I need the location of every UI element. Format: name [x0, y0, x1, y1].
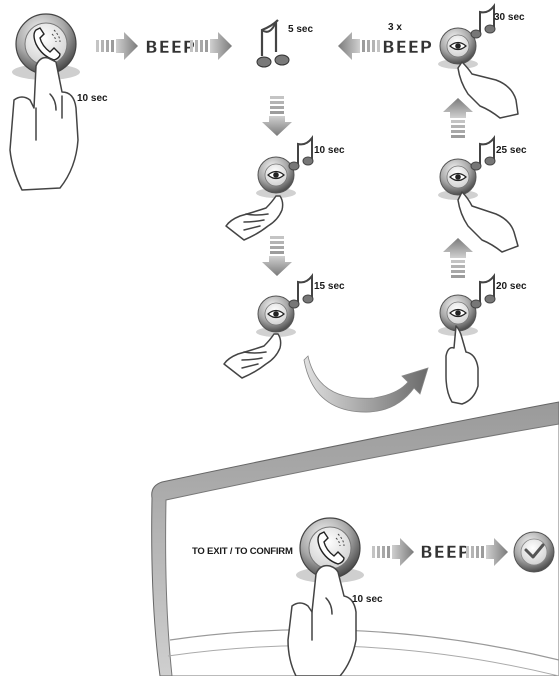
- arrow-to-beep: [96, 32, 138, 60]
- exit-confirm-label: TO EXIT / TO CONFIRM: [192, 546, 293, 557]
- note-icon-20sec: [470, 275, 496, 309]
- note-time-label: 5 sec: [288, 24, 313, 35]
- hand-icon-confirm: [287, 564, 357, 676]
- note-icon-10sec: [288, 137, 314, 171]
- hand-icon-20sec: [445, 325, 479, 405]
- note-icon-30sec: [470, 5, 496, 39]
- arrow-down-1: [262, 96, 292, 136]
- check-icon: [513, 531, 555, 573]
- arrow-to-note: [190, 32, 232, 60]
- confirm-beep-label: BEEP: [420, 543, 471, 563]
- hand-icon-10sec: [225, 195, 284, 241]
- time-25-label: 25 sec: [496, 145, 527, 156]
- arrow-triple-beep: [338, 32, 380, 60]
- arrow-up-1: [443, 238, 473, 278]
- confirm-time-label: 10 sec: [352, 594, 383, 605]
- phone-button-start: [12, 13, 80, 80]
- note-icon-25sec: [470, 137, 496, 171]
- arrow-down-2: [262, 236, 292, 276]
- time-20-label: 20 sec: [496, 281, 527, 292]
- hand-icon-25sec: [457, 191, 519, 253]
- note-icon-15sec: [288, 275, 314, 309]
- triple-count-label: 3 x: [388, 22, 402, 33]
- start-time-label: 10 sec: [77, 93, 108, 104]
- hand-icon-15sec: [223, 333, 282, 379]
- hand-icon-start: [9, 56, 79, 191]
- curved-arrow: [303, 355, 429, 413]
- music-note-icon: [256, 19, 290, 68]
- time-15-label: 15 sec: [314, 281, 345, 292]
- time-30-label: 30 sec: [494, 12, 525, 23]
- beep-label: BEEP: [145, 38, 196, 58]
- triple-beep-label: BEEP: [382, 38, 433, 58]
- time-10-label: 10 sec: [314, 145, 345, 156]
- hand-icon-30sec: [457, 61, 519, 119]
- arrow-up-2: [443, 98, 473, 138]
